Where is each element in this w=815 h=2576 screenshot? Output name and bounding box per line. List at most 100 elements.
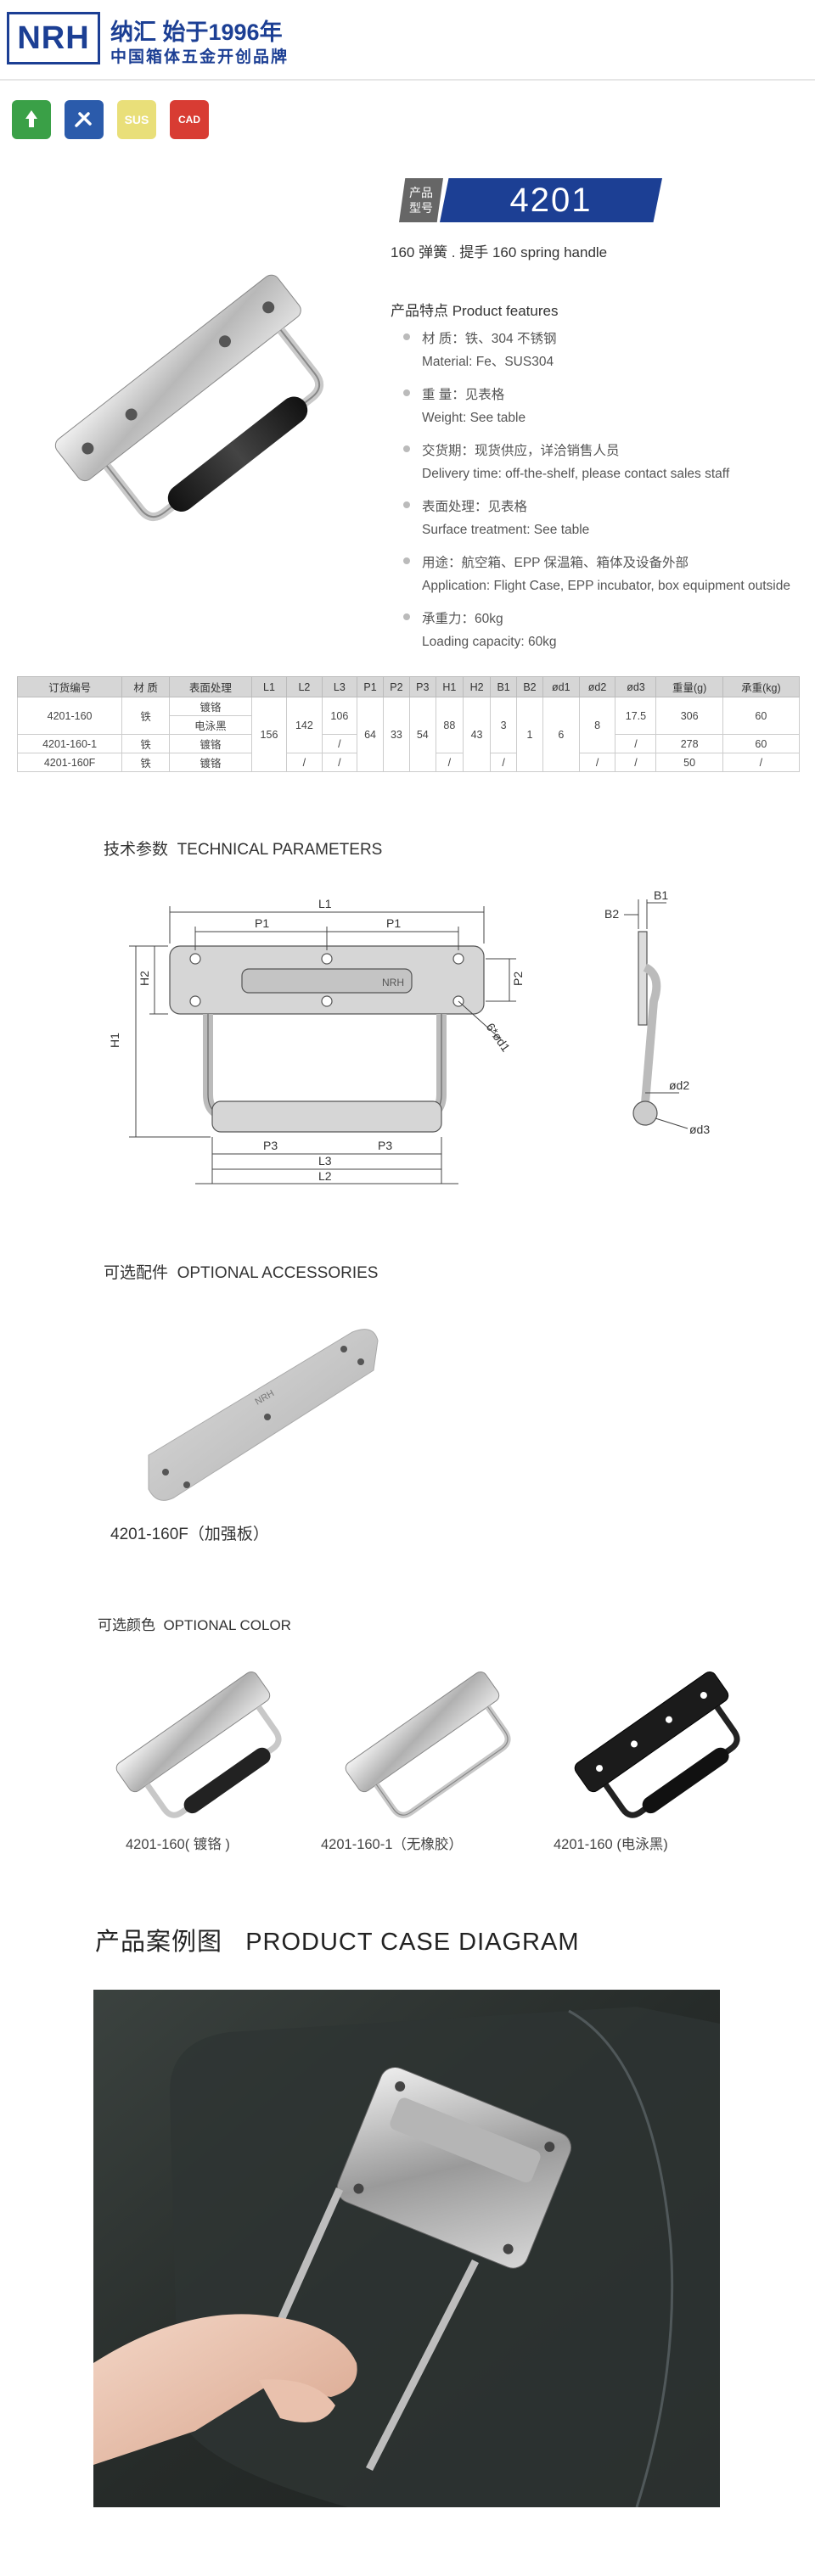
col-header: 表面处理 xyxy=(169,676,252,697)
reinforcement-plate-image: NRH xyxy=(148,1329,379,1501)
dim-B1: B1 xyxy=(654,891,668,902)
dim-d2: ød2 xyxy=(669,1078,689,1092)
brand-logo[interactable]: NRH xyxy=(7,12,100,64)
dim-L3: L3 xyxy=(318,1154,332,1168)
cell-finish: 镀铬 xyxy=(169,697,252,716)
col-header: 订货编号 xyxy=(16,676,123,697)
cell-L3: / xyxy=(321,753,358,772)
col-header: ød1 xyxy=(542,676,580,697)
cell-L3: 106 xyxy=(321,697,358,735)
cell-d2: / xyxy=(578,753,616,772)
feature-cn: 重 量：见表格 xyxy=(422,388,505,402)
page-header: NRH 纳汇 始于1996年 中国箱体五金开创品牌 xyxy=(0,0,815,81)
feature-en: Material: Fe、SUS304 xyxy=(422,355,554,369)
col-header: ød2 xyxy=(578,676,616,697)
colors-title-en: OPTIONAL COLOR xyxy=(163,1617,291,1633)
bullet-icon xyxy=(403,389,410,396)
feature-en: Application: Flight Case, EPP incubator,… xyxy=(422,579,790,593)
tech-title-en: TECHNICAL PARAMETERS xyxy=(177,841,383,859)
bullet-icon xyxy=(403,333,410,340)
col-header: L3 xyxy=(321,676,358,697)
dim-H1: H1 xyxy=(108,1033,121,1048)
dim-H2: H2 xyxy=(138,971,151,986)
col-header: P2 xyxy=(382,676,410,697)
brand-tagline: 中国箱体五金开创品牌 xyxy=(110,48,289,66)
dim-P1-left: P1 xyxy=(255,916,269,930)
cell-weight: 50 xyxy=(655,753,723,772)
bullet-icon xyxy=(403,501,410,508)
cell-load: / xyxy=(722,753,801,772)
cell-d2: 8 xyxy=(578,697,616,753)
feature-en: Loading capacity: 60kg xyxy=(422,635,557,649)
cell-code: 4201-160-1 xyxy=(16,734,123,753)
cell-H1: / xyxy=(435,753,464,772)
cell-finish: 镀铬 xyxy=(169,734,252,753)
feature-item: 材 质：铁、304 不锈钢 Material: Fe、SUS304 xyxy=(403,328,815,373)
col-header: P1 xyxy=(357,676,384,697)
dim-P3-left: P3 xyxy=(263,1139,278,1152)
bullet-icon xyxy=(403,445,410,452)
cell-weight: 306 xyxy=(655,697,723,735)
cell-material: 铁 xyxy=(121,734,171,753)
drawing-plate-mark: NRH xyxy=(382,977,404,988)
cell-P1: 64 xyxy=(357,697,384,772)
col-header: H1 xyxy=(435,676,464,697)
dim-P2: P2 xyxy=(511,972,525,986)
product-image-handle xyxy=(54,274,324,522)
cell-B2: 1 xyxy=(516,697,543,772)
recycle-icon xyxy=(12,100,51,139)
dim-P1-right: P1 xyxy=(386,916,401,930)
accessory-caption: 4201-160F（加强板） xyxy=(110,1526,269,1543)
features-title: 产品特点 Product features xyxy=(391,303,559,319)
color-caption-black: 4201-160 (电泳黑) xyxy=(554,1837,668,1852)
feature-cn: 材 质：铁、304 不锈钢 xyxy=(422,332,557,346)
col-header: P3 xyxy=(408,676,436,697)
cell-load: 60 xyxy=(722,697,801,735)
certification-badges: SUS CAD xyxy=(12,100,209,139)
sus-badge: SUS xyxy=(117,100,156,139)
dim-d1: 6*ød1 xyxy=(484,1021,514,1055)
col-header: L2 xyxy=(286,676,323,697)
features-list: 材 质：铁、304 不锈钢 Material: Fe、SUS304 重 量：见表格… xyxy=(403,328,815,664)
feature-en: Surface treatment: See table xyxy=(422,523,590,537)
model-tag-line1: 产品 xyxy=(409,186,433,199)
colors-title-cn: 可选颜色 xyxy=(98,1617,155,1633)
color-variant-images xyxy=(115,1671,740,1818)
cell-L3: / xyxy=(321,734,358,753)
col-header: L1 xyxy=(250,676,288,697)
feature-cn: 用途：航空箱、EPP 保温箱、箱体及设备外部 xyxy=(422,556,689,570)
colors-title: 可选颜色 OPTIONAL COLOR xyxy=(98,1613,291,1634)
case-title-en: PRODUCT CASE DIAGRAM xyxy=(245,1929,580,1956)
col-header: H2 xyxy=(462,676,492,697)
case-title: 产品案例图 PRODUCT CASE DIAGRAM xyxy=(95,1922,579,1957)
cell-code: 4201-160F xyxy=(16,753,123,772)
col-header: 承重(kg) xyxy=(722,676,801,697)
cell-finish: 镀铬 xyxy=(169,753,252,772)
logo-text: NRH xyxy=(17,20,90,56)
cad-badge: CAD xyxy=(170,100,209,139)
cell-H1: 88 xyxy=(435,697,464,753)
cell-load: 60 xyxy=(722,734,801,753)
variant-black xyxy=(574,1671,740,1818)
cell-finish: 电泳黑 xyxy=(169,715,252,735)
feature-item: 用途：航空箱、EPP 保温箱、箱体及设备外部 Application: Fligh… xyxy=(403,552,815,597)
case-title-cn: 产品案例图 xyxy=(95,1929,223,1956)
bullet-icon xyxy=(403,557,410,564)
dim-P3-right: P3 xyxy=(378,1139,392,1152)
cell-L2: / xyxy=(286,753,323,772)
feature-cn: 承重力：60kg xyxy=(422,612,503,626)
technical-drawing: NRH L1 P1 P1 P3 P3 L3 L2 H1 H2 P2 6*ød1 … xyxy=(108,891,710,1184)
variant-no-rubber xyxy=(345,1671,511,1818)
model-tag-line2: 型号 xyxy=(409,201,433,215)
header-divider xyxy=(0,79,815,81)
cell-L2: 142 xyxy=(286,697,323,753)
cell-weight: 278 xyxy=(655,734,723,753)
model-number: 4201 xyxy=(440,178,662,222)
model-tag: 产品 型号 xyxy=(399,178,443,222)
variant-chrome xyxy=(115,1671,282,1818)
cell-code: 4201-160 xyxy=(16,697,123,735)
spec-table: 订货编号 材 质 表面处理 L1 L2 L3 P1 P2 P3 H1 H2 B1… xyxy=(16,676,801,772)
